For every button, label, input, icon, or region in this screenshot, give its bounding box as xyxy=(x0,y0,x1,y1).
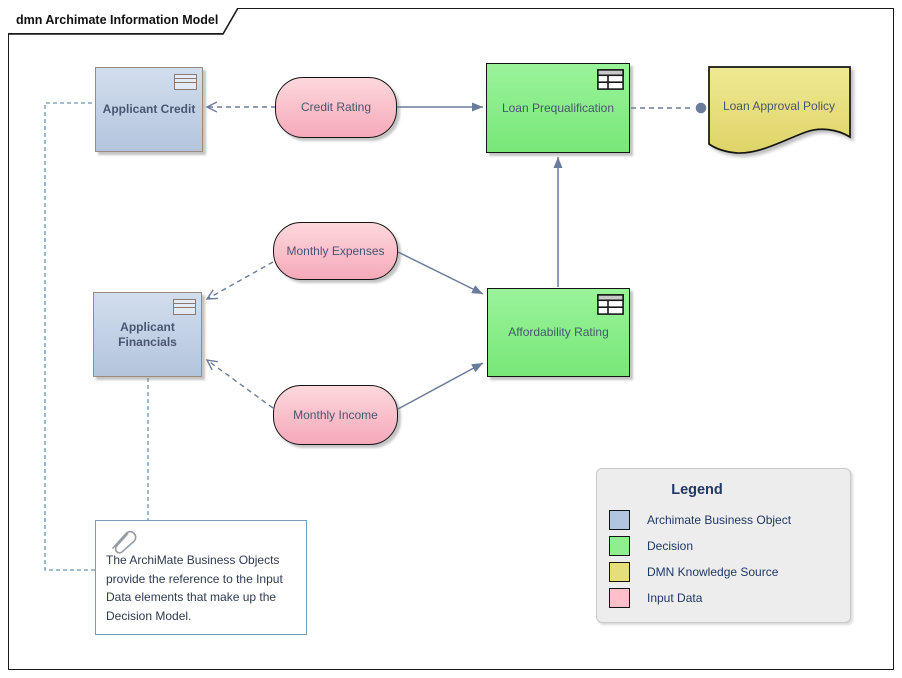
node-credit-rating[interactable]: Credit Rating xyxy=(275,77,397,138)
legend-swatch-input-data xyxy=(609,588,630,608)
node-label: Applicant Credit xyxy=(102,102,196,116)
connector-monthly-expenses-to-affordability-rating[interactable] xyxy=(397,251,484,295)
node-affordability-rating[interactable]: Affordability Rating xyxy=(487,288,630,377)
paperclip-icon xyxy=(112,530,137,554)
node-label: Applicant Financials xyxy=(118,319,177,349)
connector-monthly-expenses-to-applicant-financials[interactable] xyxy=(207,261,274,299)
business-object-icon xyxy=(173,299,196,315)
legend-item-input-data: Input Data xyxy=(609,585,850,611)
connector-endpoint-dot xyxy=(695,102,707,114)
node-label: Loan Prequalification xyxy=(501,100,615,115)
node-monthly-expenses[interactable]: Monthly Expenses xyxy=(273,222,398,280)
node-loan-prequalification[interactable]: Loan Prequalification xyxy=(486,63,630,153)
legend-item-archimate-business-object: Archimate Business Object xyxy=(609,507,850,533)
node-applicant-credit[interactable]: Applicant Credit xyxy=(95,67,203,152)
connector-monthly-income-to-affordability-rating[interactable] xyxy=(397,362,484,410)
decision-table-icon xyxy=(597,294,624,315)
legend-item-decision: Decision xyxy=(609,533,850,559)
node-loan-approval-policy[interactable] xyxy=(708,66,852,158)
node-label: Loan Approval Policy xyxy=(722,99,836,113)
connector-monthly-income-to-applicant-financials[interactable] xyxy=(207,360,274,409)
node-label: Credit Rating xyxy=(300,100,372,114)
diagram-frame xyxy=(8,8,894,670)
decision-table-icon xyxy=(597,69,624,90)
note-box[interactable]: The ArchiMate Business Objects provide t… xyxy=(95,520,307,635)
legend-item-dmn-knowledge-source: DMN Knowledge Source xyxy=(609,559,850,585)
legend-box[interactable]: Legend Archimate Business Object Decisio… xyxy=(596,468,851,623)
note-link-to-applicant-credit[interactable] xyxy=(44,102,95,571)
legend-item-label: DMN Knowledge Source xyxy=(647,565,779,579)
diagram-title: dmn Archimate Information Model xyxy=(16,13,219,27)
legend-swatch-knowledge-source xyxy=(609,562,630,582)
legend-item-label: Decision xyxy=(647,539,694,553)
legend-item-label: Input Data xyxy=(647,591,703,605)
legend-swatch-business-object xyxy=(609,510,630,530)
knowledge-source-shape xyxy=(708,66,851,154)
note-text: The ArchiMate Business Objects provide t… xyxy=(106,553,283,623)
node-label: Monthly Income xyxy=(293,407,378,422)
node-monthly-income[interactable]: Monthly Income xyxy=(273,385,398,445)
node-applicant-financials[interactable]: Applicant Financials xyxy=(93,292,202,377)
legend-swatch-decision xyxy=(609,536,630,556)
node-label: Affordability Rating xyxy=(508,325,609,339)
business-object-icon xyxy=(174,74,197,90)
legend-title: Legend xyxy=(671,482,723,498)
node-label: Monthly Expenses xyxy=(286,243,385,258)
legend-item-label: Archimate Business Object xyxy=(647,513,792,527)
